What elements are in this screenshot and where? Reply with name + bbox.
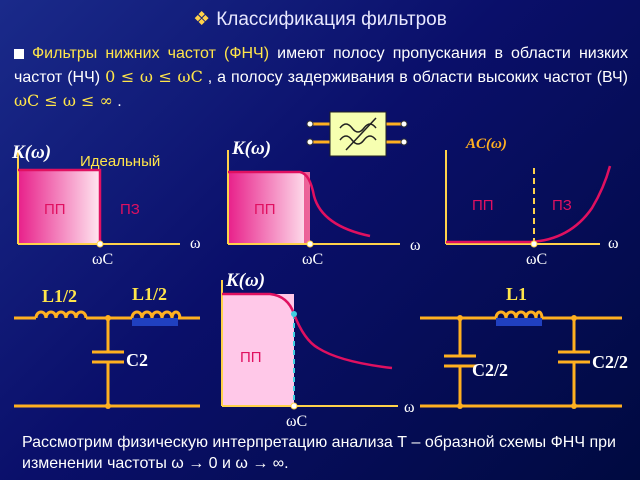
graph3-pass: ПП xyxy=(472,197,494,214)
pi-c1-label: C2/2 xyxy=(472,360,508,380)
t-l2-label: L1/2 xyxy=(132,284,167,304)
pass-band-fill xyxy=(18,170,100,244)
graph-ideal: K(ω) Идеальный ПП ПЗ ω ωC xyxy=(11,142,201,268)
graph1-ylabel: K(ω) xyxy=(11,142,51,163)
graph1-stop: ПЗ xyxy=(120,201,140,218)
graph2-pass: ПП xyxy=(254,201,276,218)
graph4-xlabel: ω xyxy=(404,399,415,416)
graph1-pass: ПП xyxy=(44,201,66,218)
footer-text: Рассмотрим физическую интерпретацию анал… xyxy=(22,434,616,472)
intro-range-2: ωC ≤ ω ≤ ∞ xyxy=(14,91,113,110)
graph1-caption: Идеальный xyxy=(80,153,160,170)
inductor-icon xyxy=(130,310,182,319)
pi-l-label: L1 xyxy=(506,284,527,304)
pass-band-fill xyxy=(222,294,294,406)
t-circuit: L1/2 L1/2 C2 xyxy=(14,284,200,409)
inductor-icon xyxy=(34,310,88,319)
inductor-icon xyxy=(494,310,544,319)
inductor-core xyxy=(496,318,542,326)
inductor-core xyxy=(132,318,178,326)
t-l1-label: L1/2 xyxy=(42,286,77,306)
graph3-ylabel: AC(ω) xyxy=(465,136,507,152)
graph3-xlabel: ω xyxy=(608,235,619,252)
graph4-pass: ПП xyxy=(240,349,262,366)
graph-real: K(ω) ПП ω ωC xyxy=(227,138,421,268)
pi-circuit: L1 C2/2 C2/2 xyxy=(420,284,628,409)
graph1-xlabel: ω xyxy=(190,235,201,252)
square-bullet-icon xyxy=(14,48,24,59)
graph-center: K(ω) ПП ω ωC xyxy=(221,270,415,430)
intro-term: Фильтры нижних частот (ФНЧ) xyxy=(32,45,270,62)
graph3-cutoff: ωC xyxy=(526,251,547,268)
graph4-ylabel: K(ω) xyxy=(225,270,265,291)
intro-text-1: имеют полосу пропускания в области низки… xyxy=(14,45,628,86)
slide-title: ❖Классификация фильтров xyxy=(193,9,447,30)
diamond-bullet-icon: ❖ xyxy=(193,9,211,30)
t-c-label: C2 xyxy=(126,350,148,370)
intro-text-3: . xyxy=(112,93,122,110)
pi-c2-label: C2/2 xyxy=(592,352,628,372)
graph1-cutoff: ωC xyxy=(92,251,113,268)
pass-band-fill xyxy=(228,172,310,244)
graph2-ylabel: K(ω) xyxy=(231,138,271,159)
intro-text-2: , а полосу задерживания в области высоки… xyxy=(202,69,629,86)
intro-paragraph: Фильтры нижних частот (ФНЧ) имеют полосу… xyxy=(14,42,628,113)
graph2-cutoff: ωC xyxy=(302,251,323,268)
graph3-stop: ПЗ xyxy=(552,197,572,214)
graph2-xlabel: ω xyxy=(410,237,421,254)
intro-range-1: 0 ≤ ω ≤ ωC xyxy=(105,67,203,86)
graph4-cutoff: ωC xyxy=(286,413,307,430)
filter-symbol xyxy=(306,111,408,157)
graph-attenuation: AC(ω) ПП ПЗ ω ωC xyxy=(445,136,619,268)
